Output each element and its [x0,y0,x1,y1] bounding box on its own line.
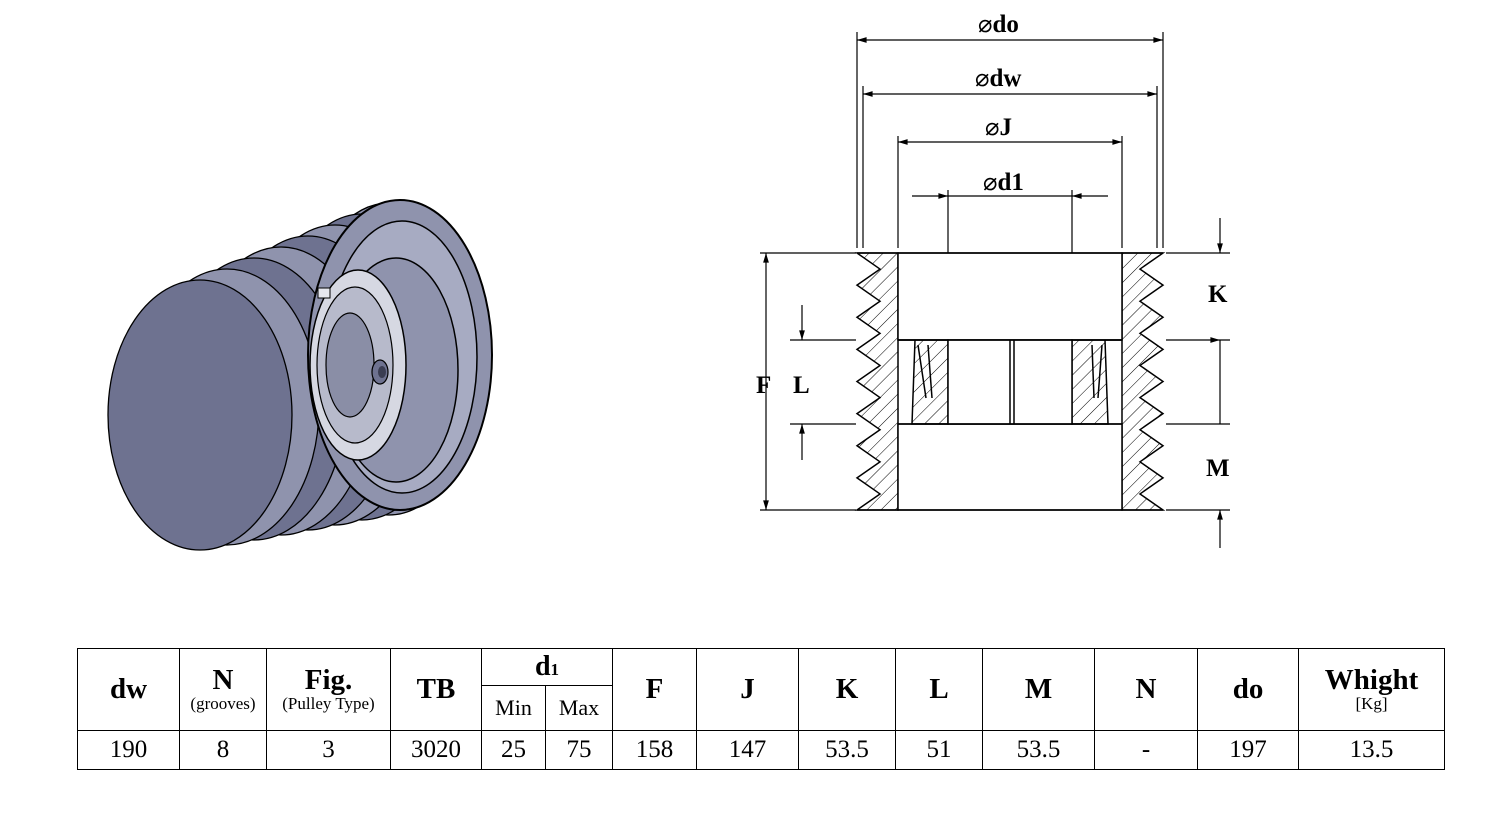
svg-text:⌀d1: ⌀d1 [983,168,1024,196]
pulley-section-drawing: ⌀do ⌀dw ⌀J ⌀d1 F L K M [756,10,1230,548]
header-d1-min: Min [481,685,546,731]
label-k: K [1208,281,1228,308]
cell-f: 158 [612,730,698,770]
label-m: M [1206,455,1230,482]
cell-tb: 3020 [390,730,482,770]
header-m: M [982,648,1096,731]
header-n-grooves: N (grooves) [179,648,267,731]
cell-d1-min: 25 [481,730,546,770]
header-l: L [895,648,984,731]
cell-m: 53.5 [982,730,1096,770]
header-row: dw N (grooves) Fig. (Pulley Type) TB d1 … [77,648,1446,731]
cell-j: 147 [696,730,800,770]
cell-d1-max: 75 [544,730,614,770]
pulley-3d-illustration [107,199,493,551]
cell-dw: 190 [77,730,180,770]
svg-text:⌀dw: ⌀dw [975,64,1021,92]
label-j: J [999,114,1012,141]
label-f: F [756,372,771,399]
header-k: K [798,648,897,731]
header-f: F [612,648,698,731]
table-row: 190 8 3 3020 25 75 158 147 53.5 51 53.5 … [77,730,1446,770]
header-fig: Fig. (Pulley Type) [266,648,391,731]
dimension-labels: ⌀do ⌀dw ⌀J ⌀d1 F L K M [756,10,1230,482]
svg-text:⌀do: ⌀do [978,10,1019,38]
pulley-front-face [307,199,493,511]
header-do: do [1197,648,1300,731]
cell-do: 197 [1197,730,1300,770]
label-l: L [793,372,810,399]
groove-ring [107,279,293,551]
header-tb: TB [390,648,482,731]
cell-weight: 13.5 [1298,730,1446,770]
label-d1: d1 [997,169,1023,196]
header-j: J [696,648,800,731]
subheader-row: Min Max [78,685,1445,731]
cell-n: 8 [179,730,267,770]
cell-k: 53.5 [798,730,897,770]
label-do: do [992,11,1018,38]
header-weight: Whight [Kg] [1298,648,1446,731]
header-n: N [1094,648,1199,731]
header-d1-max: Max [544,685,614,731]
section-body [854,252,1166,511]
header-dw: dw [77,648,180,731]
svg-text:⌀J: ⌀J [985,113,1012,141]
header-d1: d1 [480,648,614,686]
cell-l: 51 [895,730,984,770]
label-dw: dw [989,65,1021,92]
cell-fig: 3 [266,730,391,770]
dimension-lines [760,32,1230,548]
pulley-spec-table: dw N (grooves) Fig. (Pulley Type) TB d1 … [77,648,1446,770]
cell-n2: - [1094,730,1199,770]
